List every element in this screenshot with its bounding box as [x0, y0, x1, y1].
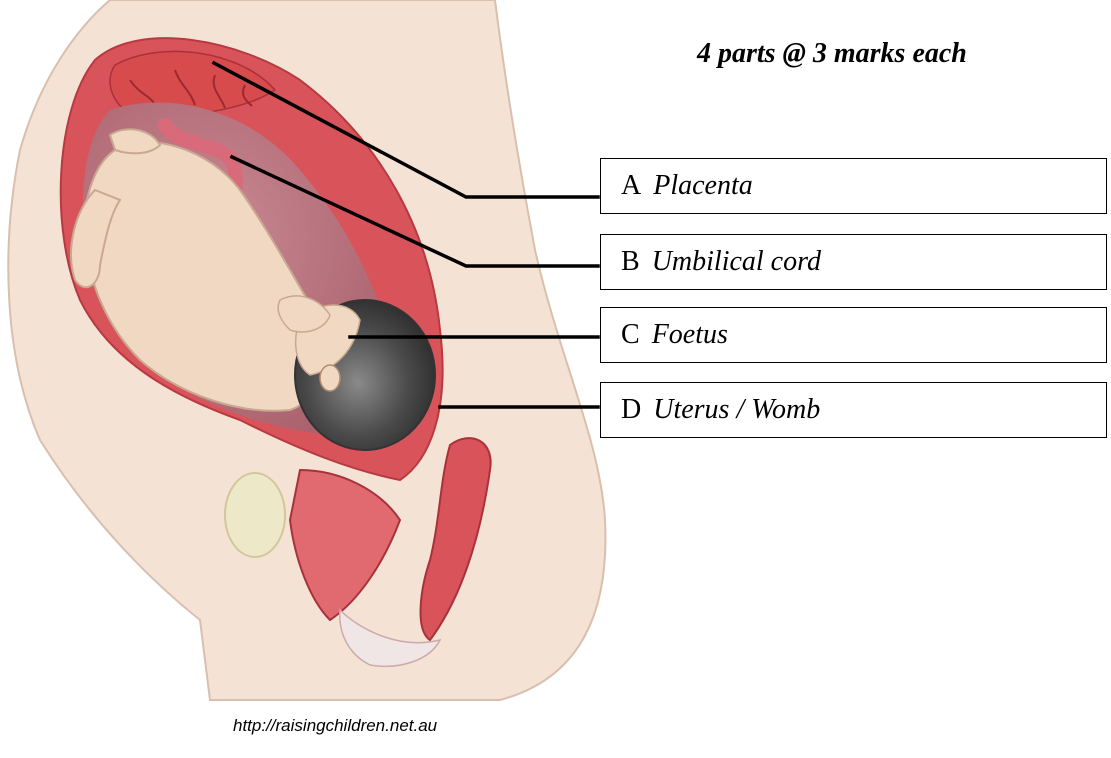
label-box-c: C Foetus [600, 307, 1107, 363]
marks-heading: 4 parts @ 3 marks each [697, 38, 967, 70]
label-answer: Foetus [652, 319, 728, 351]
bladder [225, 473, 285, 557]
image-credit: http://raisingchildren.net.au [233, 716, 437, 736]
label-answer: Placenta [653, 170, 753, 202]
label-letter: C [621, 319, 640, 351]
label-answer: Umbilical cord [652, 246, 821, 278]
label-box-a: A Placenta [600, 158, 1107, 214]
label-letter: B [621, 246, 640, 278]
label-letter: A [621, 170, 641, 202]
label-letter: D [621, 394, 641, 426]
label-answer: Uterus / Womb [653, 394, 820, 426]
label-box-d: D Uterus / Womb [600, 382, 1107, 438]
label-box-b: B Umbilical cord [600, 234, 1107, 290]
